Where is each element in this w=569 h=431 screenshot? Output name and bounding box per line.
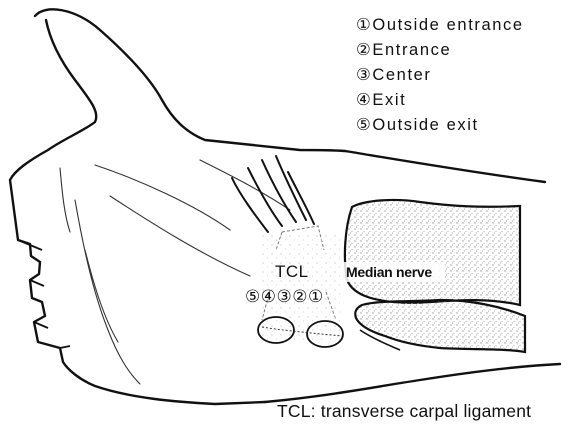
legend-item-center: ③Center xyxy=(356,63,524,88)
hand-outline xyxy=(10,9,345,404)
position-numbers: ⑤④③②① xyxy=(245,287,324,307)
legend-item-entrance: ②Entrance xyxy=(356,38,524,63)
legend-item-outside-entrance: ①Outside entrance xyxy=(356,13,524,38)
radius-bone xyxy=(345,200,520,305)
tcl-label: TCL xyxy=(275,262,309,282)
legend-item-exit: ④Exit xyxy=(356,88,524,113)
legend-item-outside-exit: ⑤Outside exit xyxy=(356,113,524,138)
finger-gaps xyxy=(18,240,70,348)
caption: TCL: transverse carpal ligament xyxy=(277,401,531,422)
ulna-bone xyxy=(355,300,525,352)
median-nerve-label: Median nerve xyxy=(346,264,432,280)
legend: ①Outside entrance ②Entrance ③Center ④Exi… xyxy=(356,13,524,138)
tendons xyxy=(232,156,314,232)
palm-creases xyxy=(60,160,290,384)
